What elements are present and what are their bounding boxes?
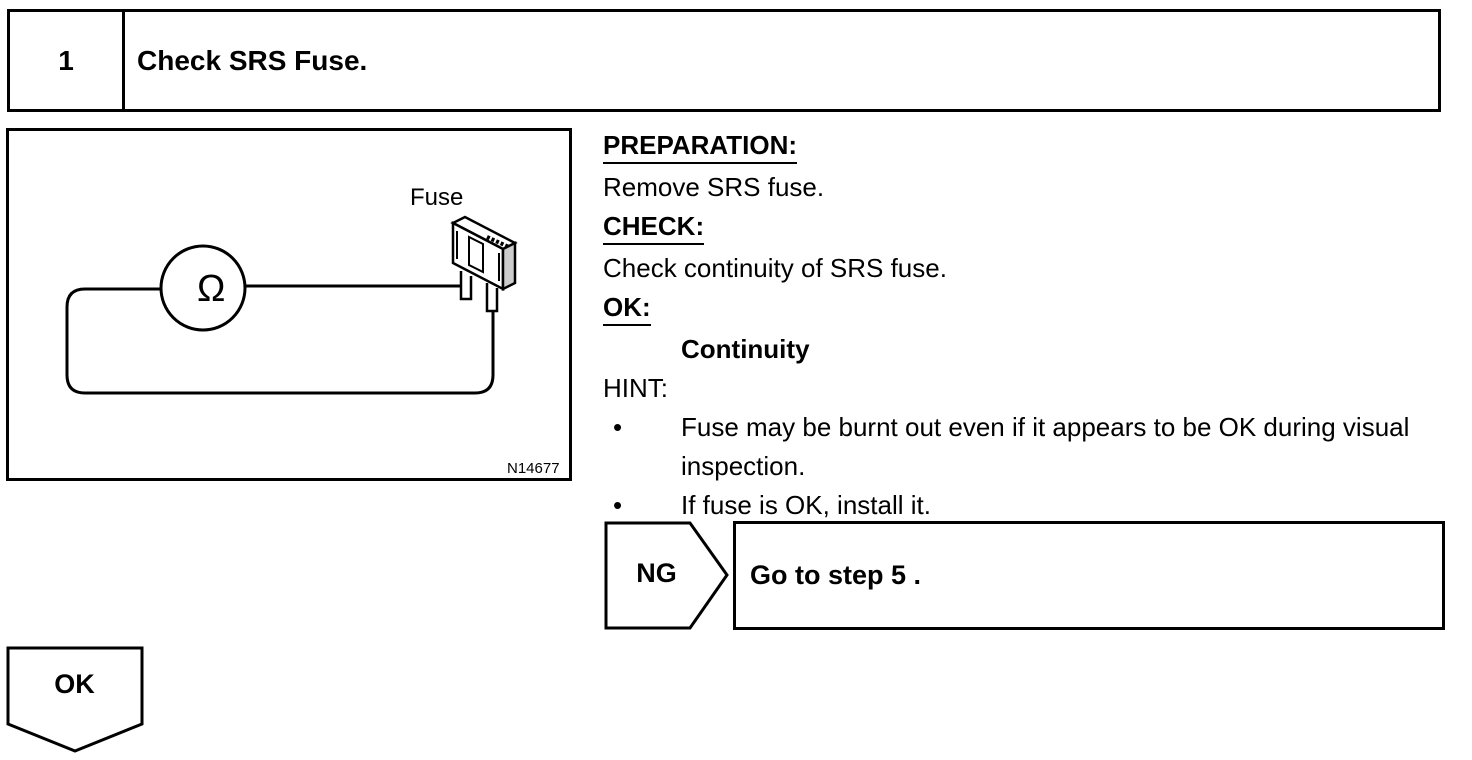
wire-loop (65, 287, 495, 395)
hint-text: If fuse is OK, install it. (681, 490, 931, 520)
ng-action-text: Go to step 5 . (750, 560, 922, 590)
instructions: PREPARATION: Remove SRS fuse. CHECK: Che… (603, 126, 1463, 525)
ok-heading: OK: (603, 291, 651, 326)
ohm-symbol: Ω (197, 268, 226, 310)
ng-arrow-icon (604, 521, 729, 630)
hint-text: Fuse may be burnt out even if it appears… (681, 412, 1410, 481)
step-title: Check SRS Fuse. (137, 44, 368, 76)
hint-item: • If fuse is OK, install it. (603, 486, 1463, 525)
circuit-diagram (65, 215, 518, 395)
bullet-icon: • (613, 412, 623, 442)
step-header: 1 Check SRS Fuse. (7, 9, 1441, 112)
bullet-icon: • (613, 490, 623, 520)
preparation-heading: PREPARATION: (603, 129, 798, 164)
ok-value: Continuity (681, 334, 810, 364)
step-number: 1 (10, 12, 125, 109)
circuit-figure: Ω Fuse N14677 (6, 128, 572, 481)
check-text: Check continuity of SRS fuse. (603, 253, 947, 283)
hint-label: HINT: (603, 373, 668, 403)
figure-id: N14677 (507, 460, 560, 477)
fuse-icon (450, 215, 518, 313)
ohmmeter-circle (159, 244, 247, 332)
check-heading: CHECK: (603, 210, 705, 245)
ok-arrow-icon (6, 646, 144, 753)
hint-item: • Fuse may be burnt out even if it appea… (603, 408, 1463, 486)
ok-flow-label: OK (54, 669, 95, 699)
ng-label: NG (636, 558, 677, 588)
ng-action-box[interactable]: Go to step 5 . (733, 521, 1445, 630)
fuse-label: Fuse (410, 184, 464, 211)
preparation-text: Remove SRS fuse. (603, 172, 825, 202)
